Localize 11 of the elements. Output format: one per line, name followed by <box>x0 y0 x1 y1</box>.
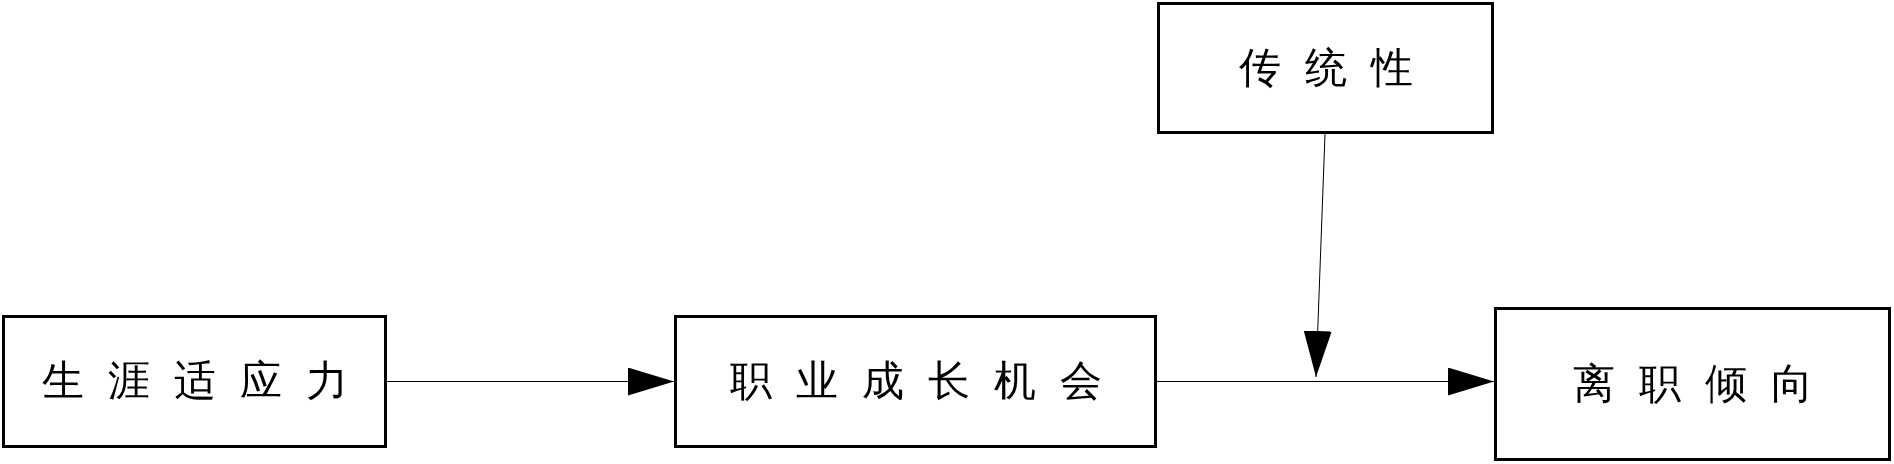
node-label: 职业成长机会 <box>729 357 1126 406</box>
arrow <box>1303 133 1332 378</box>
process-box <box>2 315 387 448</box>
node-label: 传统性 <box>1238 43 1437 93</box>
process-box <box>1494 307 1891 461</box>
node-label: 离职倾向 <box>1572 359 1837 409</box>
process-box <box>674 315 1157 448</box>
arrow <box>386 367 675 396</box>
node-label: 生涯适应力 <box>41 357 372 406</box>
process-box <box>1157 2 1494 134</box>
arrow <box>1156 367 1495 396</box>
